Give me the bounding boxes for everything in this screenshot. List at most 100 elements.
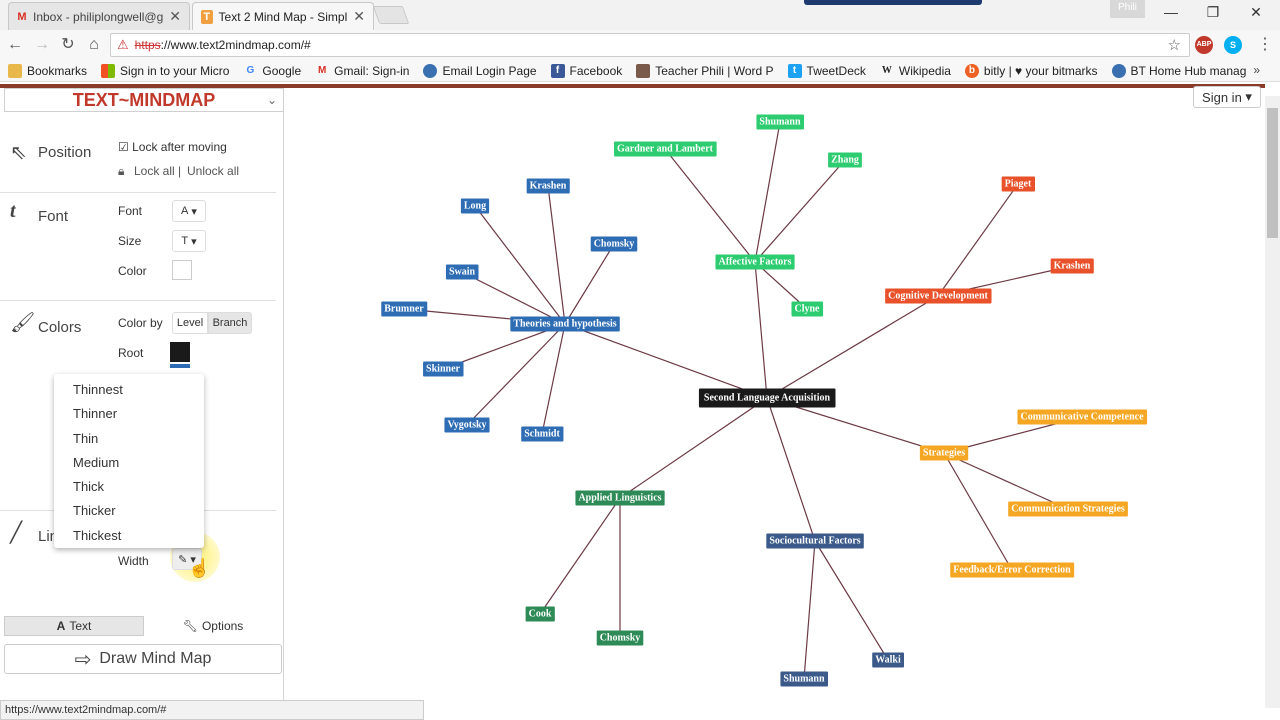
- section-title-font: Font: [38, 208, 69, 225]
- profile-button[interactable]: Phili: [1110, 0, 1145, 18]
- bookmark-item[interactable]: Sign in to your Micro: [101, 63, 229, 78]
- wrench-icon: 🔧︎: [182, 619, 198, 633]
- tweetdeck-icon: t: [787, 63, 802, 78]
- width-option-thicker[interactable]: Thicker: [73, 503, 116, 519]
- section-title-colors: Colors: [38, 319, 82, 336]
- bookmark-item[interactable]: Email Login Page: [423, 63, 537, 78]
- tab-gmail-inbox[interactable]: M Inbox - philiplongwell@g ✕: [8, 2, 190, 30]
- tab-options[interactable]: 🔧︎Options: [182, 619, 244, 633]
- unlock-all-link[interactable]: Unlock all: [187, 164, 240, 178]
- tab-title: Inbox - philiplongwell@g: [33, 9, 164, 24]
- hand-cursor-icon: ☝: [188, 558, 211, 578]
- lock-all-link[interactable]: Lock all: [134, 164, 175, 178]
- font-icon: t: [10, 200, 16, 222]
- font-color-picker[interactable]: [172, 260, 192, 280]
- close-window-icon[interactable]: ✕: [1250, 4, 1262, 20]
- skype-icon[interactable]: S: [1224, 36, 1242, 54]
- width-option-medium[interactable]: Medium: [73, 454, 120, 470]
- globe-icon: [1111, 63, 1126, 78]
- divider: [0, 300, 276, 301]
- warning-icon: ⚠: [117, 37, 129, 52]
- root-color-swatch[interactable]: [170, 342, 190, 362]
- bookmark-item[interactable]: Teacher Phili | Word P: [636, 63, 774, 78]
- color-by-branch-button[interactable]: Branch: [208, 312, 252, 334]
- facebook-icon: f: [550, 63, 565, 78]
- line-width-dropdown[interactable]: ✎ ▾: [172, 548, 202, 570]
- width-option-thick[interactable]: Thick: [73, 479, 105, 495]
- bitly-icon: b: [964, 63, 979, 78]
- width-option-thinnest[interactable]: Thinnest: [73, 382, 123, 397]
- chevron-down-icon: ⌄: [266, 93, 277, 107]
- font-family-dropdown[interactable]: A ▾: [172, 200, 206, 222]
- browser-toolbar: ← → ↻ ⌂ ⚠ https ://www.text2mindmap.com/…: [0, 30, 1280, 60]
- lock-after-moving-checkbox[interactable]: ☑ Lock after moving: [118, 140, 227, 154]
- new-tab-button[interactable]: [372, 6, 410, 24]
- top-accent-line: [0, 84, 1265, 88]
- restore-icon[interactable]: ❐: [1206, 4, 1220, 20]
- google-icon: G: [246, 65, 255, 76]
- minimize-icon[interactable]: —: [1164, 4, 1178, 20]
- app-page: TEXT~MINDMAP ⌄ ⇖ Position ☑ Lock after m…: [0, 84, 1280, 720]
- more-bookmarks-icon[interactable]: »: [1253, 63, 1260, 77]
- forward-icon[interactable]: →: [34, 36, 50, 53]
- left-panel: TEXT~MINDMAP ⌄ ⇖ Position ☑ Lock after m…: [0, 88, 284, 708]
- font-size-dropdown[interactable]: T ▾: [172, 230, 206, 252]
- color-by-label: Color by: [118, 316, 163, 330]
- wikipedia-icon: W: [881, 65, 892, 76]
- arrow-right-icon: ⇨: [74, 648, 92, 671]
- text-icon: A: [56, 619, 66, 633]
- reload-icon[interactable]: ↻: [61, 36, 75, 53]
- line-icon: ╱: [10, 522, 23, 544]
- close-icon[interactable]: ✕: [169, 8, 181, 24]
- gmail-icon: M: [17, 10, 27, 23]
- width-label: Width: [118, 554, 149, 568]
- scrollbar-thumb[interactable]: [1267, 108, 1278, 238]
- draw-mind-map-button[interactable]: ⇨ Draw Mind Map: [4, 644, 282, 674]
- size-label: Size: [118, 234, 142, 248]
- gmail-icon: M: [317, 65, 327, 76]
- microsoft-icon: [101, 63, 116, 78]
- address-bar[interactable]: ⚠ https ://www.text2mindmap.com/# ☆: [110, 33, 1190, 57]
- width-option-thin[interactable]: Thin: [73, 430, 99, 446]
- section-title-position: Position: [38, 144, 92, 161]
- vertical-scrollbar[interactable]: [1265, 96, 1280, 708]
- adblock-icon[interactable]: ABP: [1195, 36, 1213, 54]
- notification-bar: [804, 0, 982, 5]
- tab-title: Text 2 Mind Map - Simpl: [218, 9, 348, 24]
- line-width-menu: Thinnest Thinner Thin Medium Thick Thick…: [54, 374, 204, 548]
- home-icon[interactable]: ⌂: [89, 36, 99, 53]
- user-photo-icon: [636, 63, 651, 78]
- width-option-thickest[interactable]: Thickest: [73, 527, 122, 543]
- browser-tab-bar: M Inbox - philiplongwell@g ✕ T Text 2 Mi…: [0, 0, 1280, 30]
- close-icon[interactable]: ✕: [353, 8, 365, 24]
- text2mindmap-icon: T: [201, 9, 213, 24]
- lock-icon: 🔒︎: [118, 164, 125, 178]
- width-option-thinner[interactable]: Thinner: [73, 406, 118, 422]
- separator: |: [178, 164, 182, 178]
- back-icon[interactable]: ←: [7, 36, 23, 53]
- tab-text2mindmap[interactable]: T Text 2 Mind Map - Simpl ✕: [192, 2, 374, 30]
- bookmark-item[interactable]: BT Home Hub manag: [1111, 63, 1246, 78]
- bookmark-star-icon[interactable]: ☆: [1167, 37, 1181, 54]
- folder-icon: [8, 63, 22, 78]
- menu-icon[interactable]: ⋮: [1257, 36, 1273, 53]
- sign-in-button[interactable]: Sign in ▾: [1193, 86, 1261, 108]
- color-label: Color: [118, 264, 147, 278]
- logo-dropdown[interactable]: TEXT~MINDMAP ⌄: [4, 88, 284, 112]
- font-label: Font: [118, 204, 143, 218]
- level-color-swatch[interactable]: [170, 364, 190, 368]
- divider: [0, 192, 276, 193]
- color-by-level-button[interactable]: Level: [172, 312, 208, 334]
- root-color-label: Root: [118, 346, 144, 360]
- bookmark-item[interactable]: Bookmarks: [8, 63, 87, 78]
- url-text: ://www.text2mindmap.com/#: [160, 38, 311, 52]
